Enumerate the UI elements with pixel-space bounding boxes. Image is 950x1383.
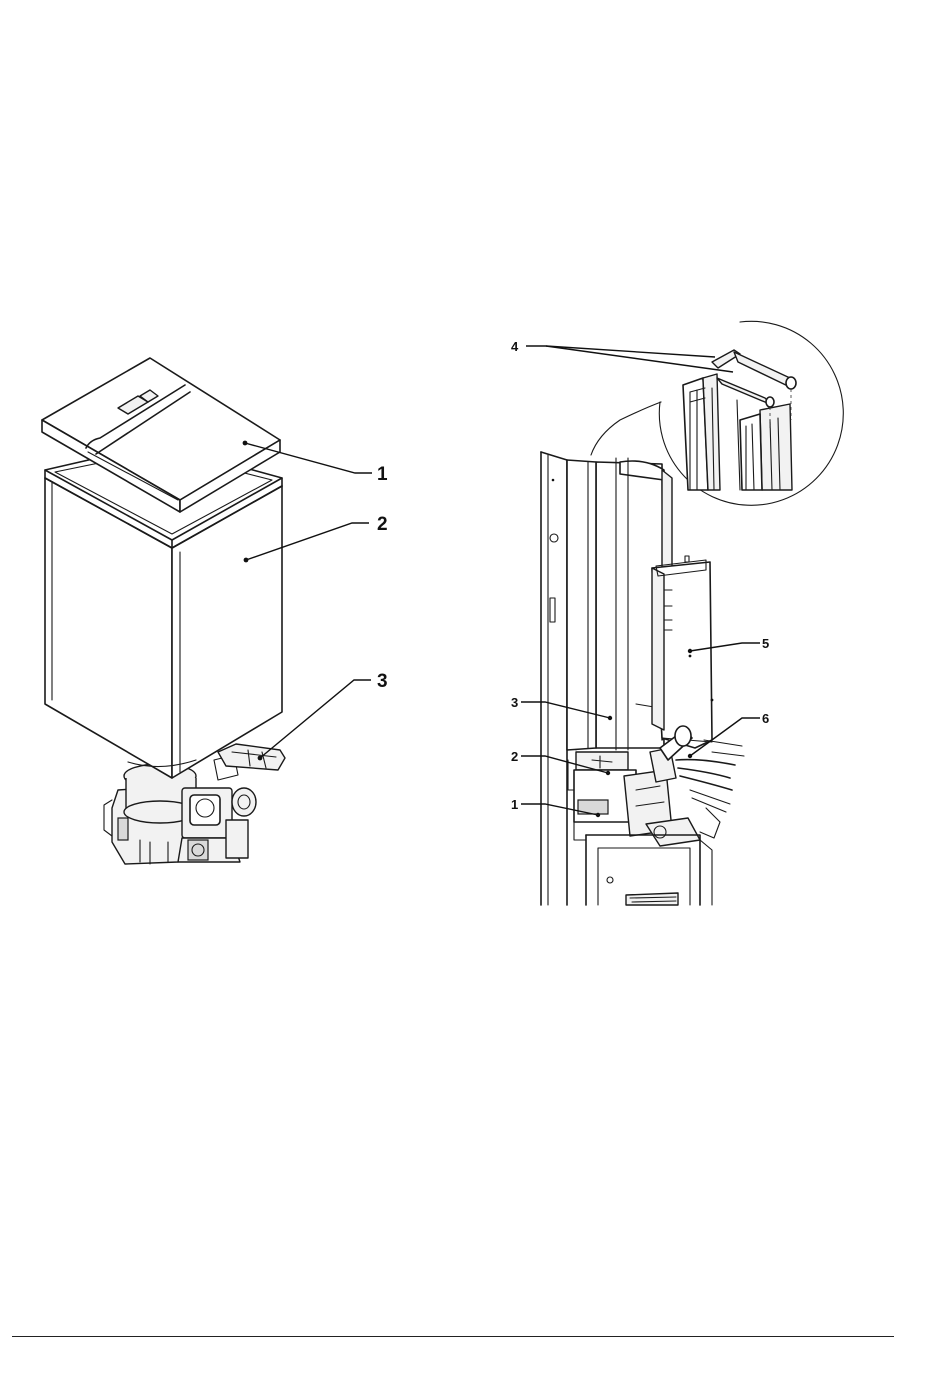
callout-label-1: 1 — [377, 464, 388, 485]
callout-label-5: 5 — [762, 636, 769, 651]
callout-label-4: 4 — [511, 339, 519, 354]
callout-label-r1: 1 — [511, 797, 518, 812]
callout-label-3: 3 — [377, 671, 388, 692]
delivery-cabinet — [574, 822, 712, 905]
mixing-bowl-column — [652, 556, 713, 748]
right-figure-machine-interior: 4 5 6 3 2 1 — [511, 321, 843, 905]
callout-label-r3: 3 — [511, 695, 518, 710]
left-figure-canister-assembly: 1 2 3 — [42, 358, 388, 864]
leader-line-4b — [546, 346, 733, 372]
footer-rule — [12, 1336, 894, 1337]
callout-label-2: 2 — [377, 514, 388, 535]
callout-label-6: 6 — [762, 711, 769, 726]
callout-label-r2: 2 — [511, 749, 518, 764]
